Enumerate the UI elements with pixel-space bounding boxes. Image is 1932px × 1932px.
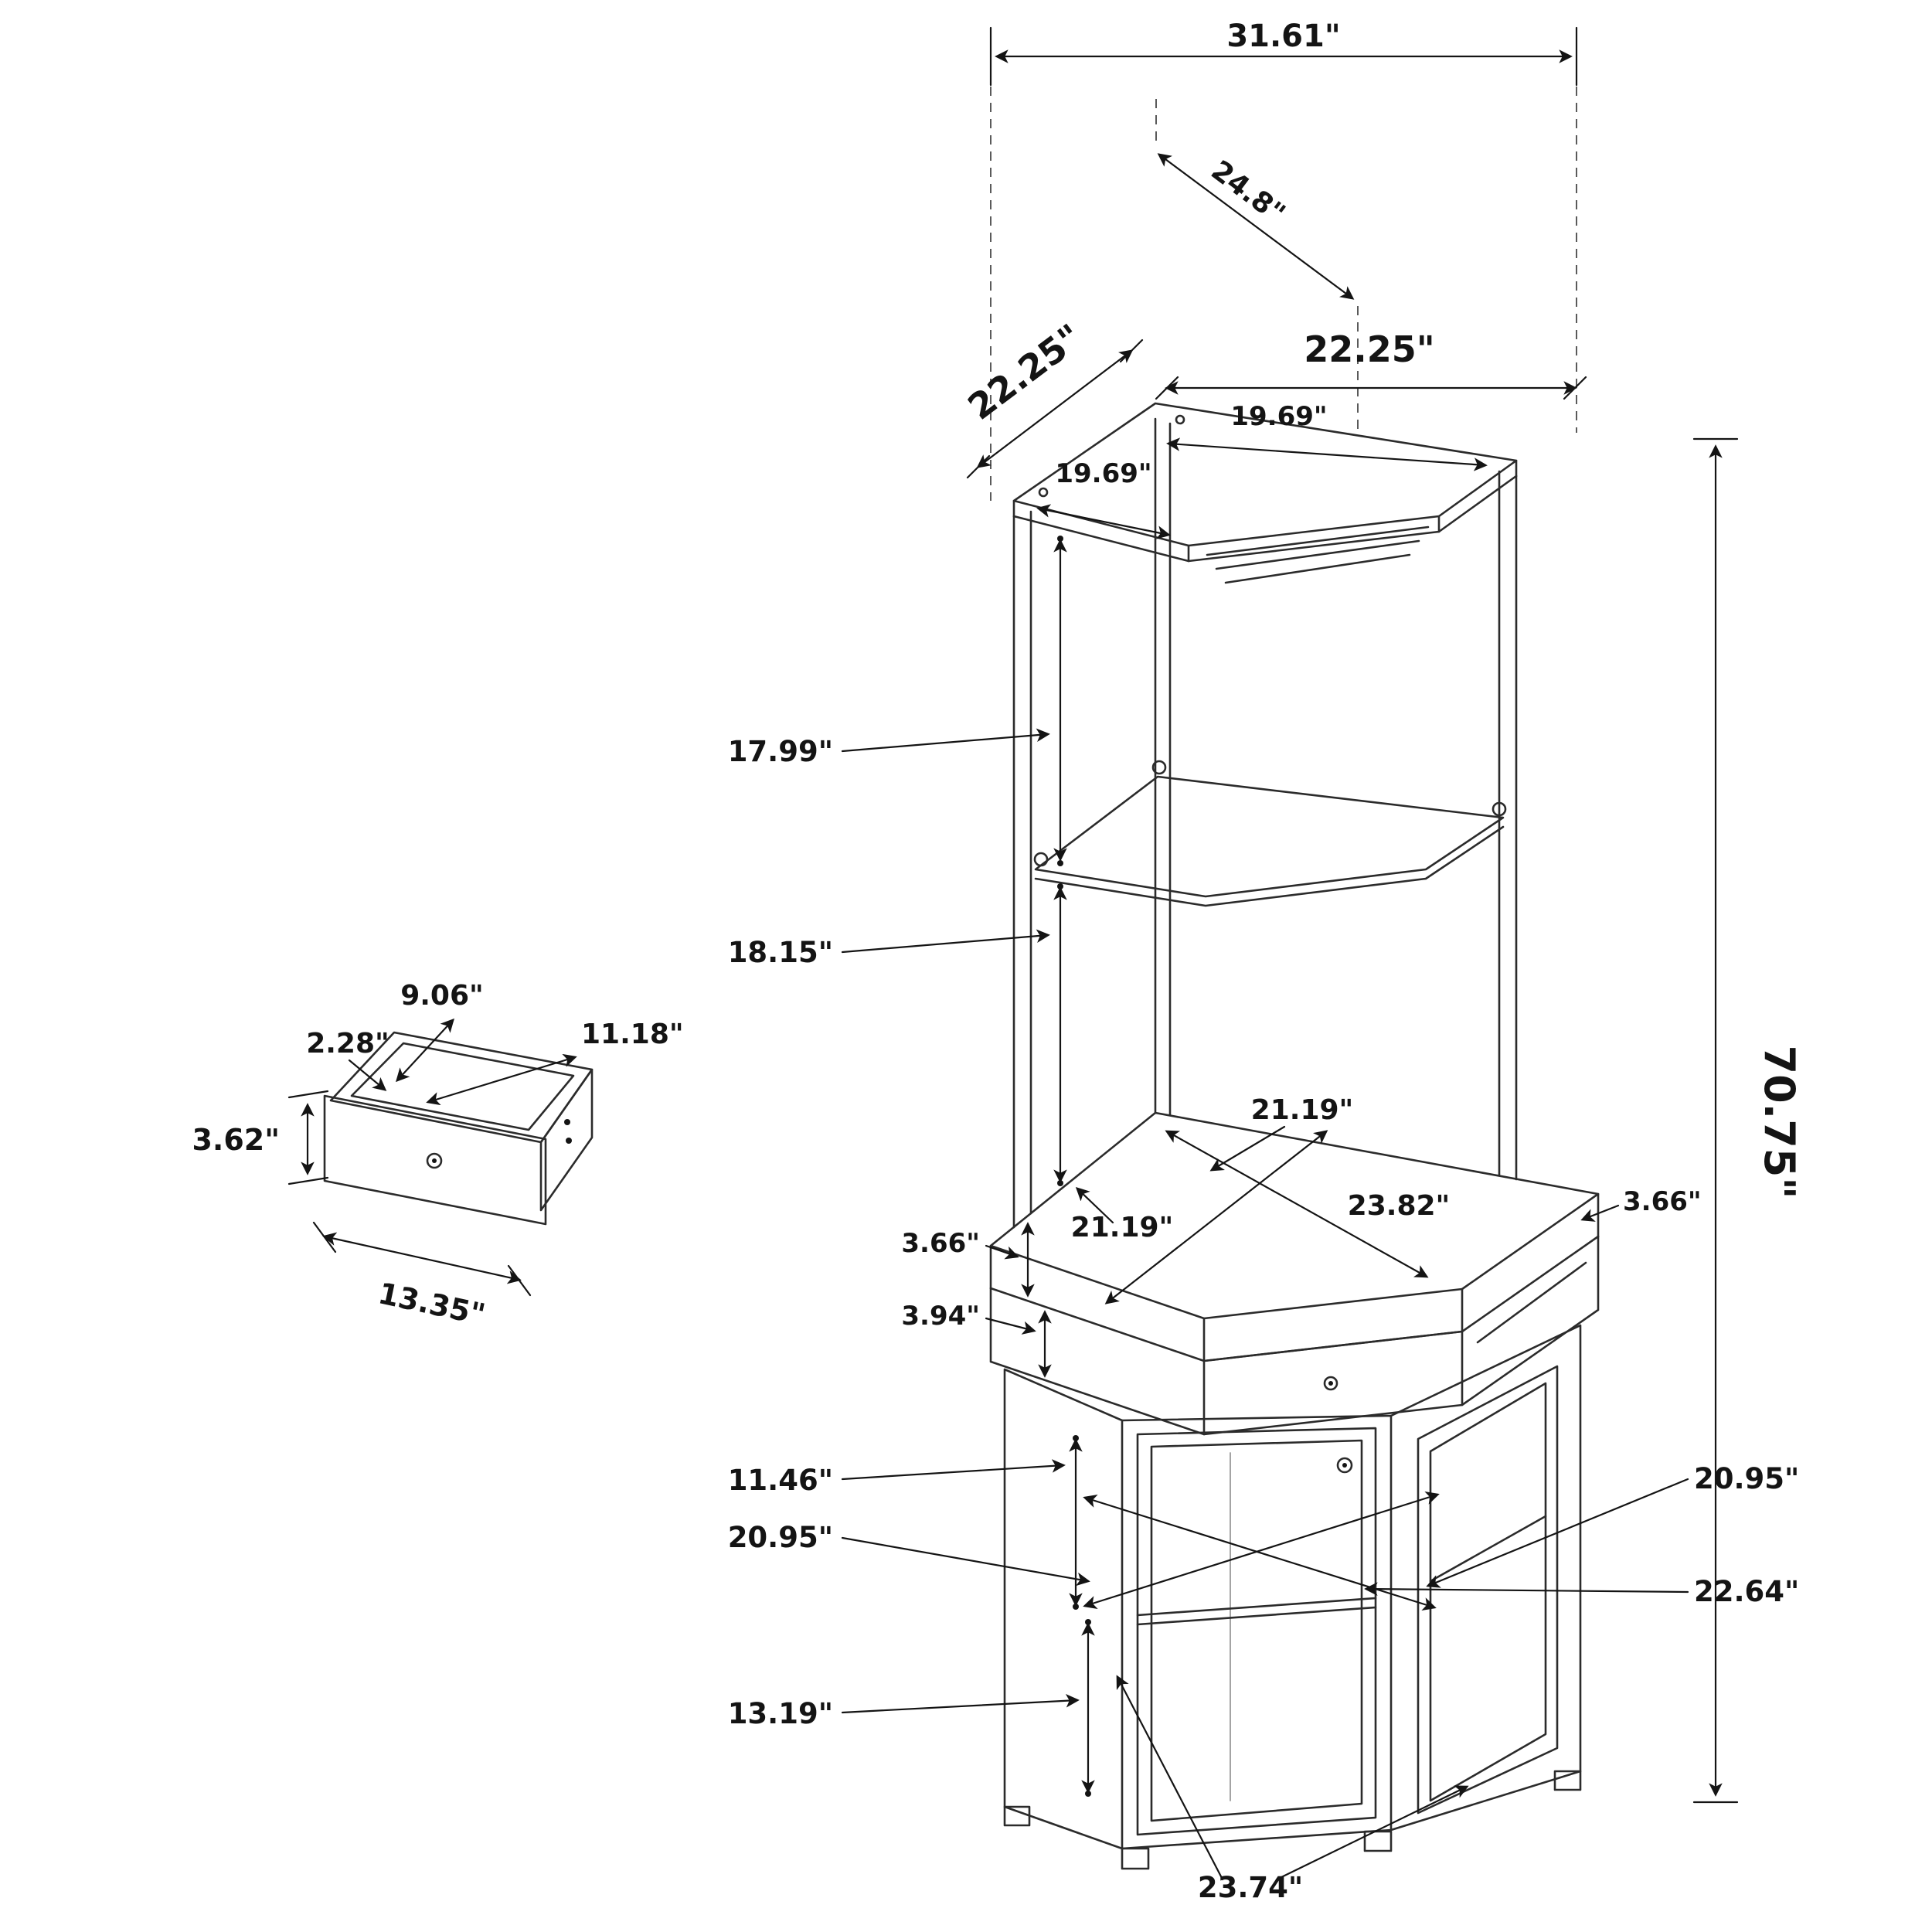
counter — [989, 1111, 1600, 1436]
dim-counter-edge-right: 21.19" — [1251, 1094, 1354, 1126]
dim-side-right: 22.25" — [1304, 328, 1434, 370]
dim-shelf-gap-bottom: 18.15" — [728, 936, 833, 969]
dim-depth-left: 19.69" — [1055, 458, 1151, 489]
dim-shelf-width-left: 20.95" — [728, 1521, 833, 1554]
dim-total-height: 70.75" — [1755, 1046, 1804, 1199]
dim-bottom-width: 23.74" — [1198, 1871, 1303, 1904]
peg — [1038, 487, 1049, 498]
dim-drawer-inner-width: 11.18" — [581, 1019, 684, 1050]
dim-shelf-width-right: 20.95" — [1694, 1462, 1799, 1495]
hutch-corner-post — [1154, 417, 1172, 1117]
peg — [1175, 414, 1185, 425]
drawer-detail — [323, 1031, 594, 1226]
dim-counter-thickness-right: 3.66" — [1623, 1186, 1702, 1217]
cabinet-left-face — [1003, 1368, 1124, 1850]
side-cubby — [1476, 1261, 1587, 1344]
side-glass-panel — [1417, 1365, 1559, 1815]
shelf-clip — [1151, 760, 1167, 775]
hutch-right-post — [1498, 470, 1518, 1181]
dim-total-width: 31.61" — [1226, 19, 1340, 54]
dim-shelf-diagonal: 22.64" — [1694, 1575, 1799, 1608]
interior-shelf — [1136, 1597, 1377, 1626]
dim-lower-shelf-gap: 13.19" — [728, 1697, 833, 1730]
dim-drawer-wall: 2.28" — [306, 1028, 389, 1060]
drawer-front-panel — [323, 1094, 547, 1226]
screw — [564, 1119, 570, 1125]
shelf-clip — [1492, 801, 1507, 817]
glass-shelf — [1034, 775, 1505, 898]
foot — [1553, 1770, 1582, 1791]
dim-counter-edge-left: 21.19" — [1071, 1212, 1174, 1243]
cabinet-right-face — [1389, 1324, 1582, 1832]
dim-counter-diagonal: 23.82" — [1348, 1190, 1451, 1222]
drawer-detail-knob — [426, 1152, 443, 1169]
dim-depth-right: 19.69" — [1230, 401, 1327, 432]
screw — [566, 1138, 572, 1144]
stemware-rack — [1206, 526, 1430, 584]
projection-lines — [990, 87, 1577, 501]
dim-drawer-height: 3.62" — [192, 1123, 280, 1157]
dim-side-left: 22.25" — [960, 316, 1090, 428]
foot — [1121, 1847, 1150, 1870]
cabinet-door — [1136, 1427, 1377, 1836]
hutch-left-post — [1012, 510, 1032, 1229]
dim-counter-thickness: 3.66" — [901, 1228, 980, 1259]
dim-drawer-inner-depth: 9.06" — [400, 980, 484, 1012]
dim-upper-shelf-gap: 11.46" — [728, 1464, 833, 1497]
door-knob — [1336, 1457, 1353, 1474]
dimension-lines — [287, 26, 1739, 1881]
shelf-clip — [1033, 852, 1049, 867]
interior-shelf-side — [1429, 1515, 1547, 1583]
foot — [1003, 1805, 1031, 1827]
dim-top-diagonal: 24.8" — [1206, 155, 1291, 230]
dimension-labels: 31.61" 24.8" 22.25" 22.25" 19.69" 19.69"… — [192, 19, 1804, 1904]
dim-shelf-gap-top: 17.99" — [728, 735, 833, 768]
lower-cabinet — [1003, 1324, 1582, 1870]
dim-drawer-width: 13.35" — [376, 1276, 488, 1332]
drawer-side-face — [539, 1068, 594, 1212]
foot — [1363, 1830, 1393, 1852]
dim-apron-height: 3.94" — [901, 1301, 980, 1332]
cabinet-front-face — [1121, 1414, 1393, 1850]
drawer-knob — [1323, 1376, 1338, 1391]
